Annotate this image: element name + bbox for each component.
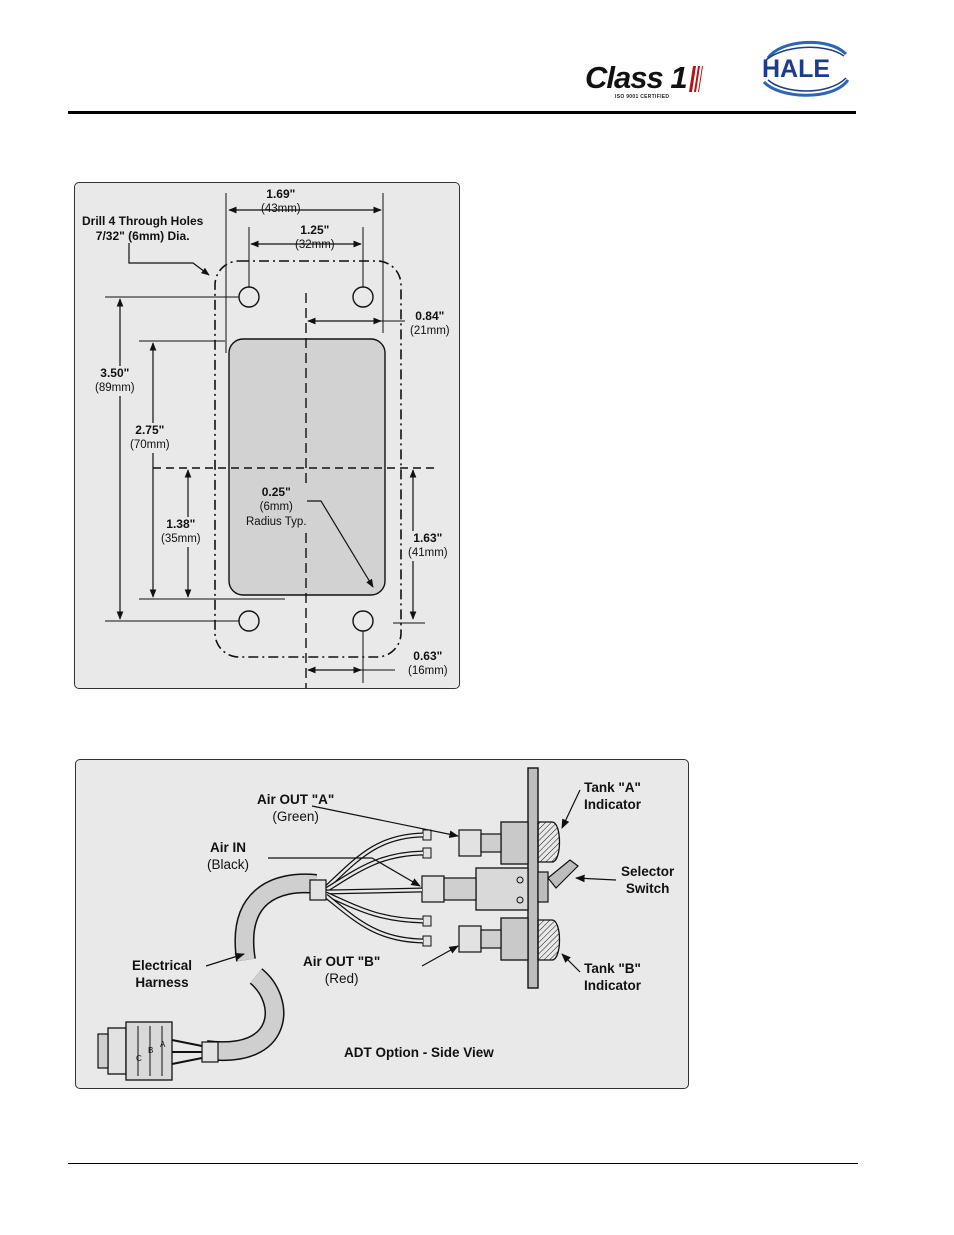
header-rule <box>68 111 856 114</box>
dim-2-75-mm: (70mm) <box>130 439 170 451</box>
air-in-label: Air IN (Black) <box>207 839 249 873</box>
selector-line1: Selector <box>621 864 675 879</box>
air-out-a-label: Air OUT "A" (Green) <box>257 791 334 825</box>
dim-1-38-mm: (35mm) <box>161 533 201 545</box>
electrical-line1: Electrical <box>132 958 193 973</box>
dim-0-84-in: 0.84" <box>415 309 445 323</box>
dim-1-69-mm: (43mm) <box>261 203 301 215</box>
class1-logo: Class 1 ISO 9001 CERTIFIED <box>585 60 707 104</box>
dim-0-84-mm: (21mm) <box>410 325 450 337</box>
tank-a-line2: Indicator <box>584 797 642 812</box>
tank-b-line2: Indicator <box>584 978 642 993</box>
dim-2-75-in: 2.75" <box>135 423 165 437</box>
air-out-b-label: Air OUT "B" (Red) <box>303 953 380 987</box>
class1-cert-text: ISO 9001 CERTIFIED <box>615 94 670 100</box>
hale-logo-text: HALE <box>762 55 831 83</box>
dim-3-50: 3.50" (89mm) <box>95 366 135 396</box>
dim-2-75: 2.75" (70mm) <box>130 423 170 453</box>
selector-line2: Switch <box>625 881 670 896</box>
dim-1-63: 1.63" (41mm) <box>408 531 448 561</box>
selector-switch-label: Selector Switch <box>621 863 674 897</box>
electrical-harness-label: Electrical Harness <box>132 957 192 991</box>
drill-note-line1: Drill 4 Through Holes <box>82 214 204 228</box>
air-out-a-color: (Green) <box>272 809 319 824</box>
dim-radius: 0.25" (6mm) Radius Typ. <box>246 485 307 530</box>
hale-logo-swoosh <box>762 40 850 97</box>
dim-1-63-in: 1.63" <box>413 531 443 545</box>
tank-a-label: Tank "A" Indicator <box>584 779 641 813</box>
dim-3-50-in: 3.50" <box>100 366 130 380</box>
dim-1-38: 1.38" (35mm) <box>161 517 201 547</box>
dim-radius-mm: (6mm) <box>259 501 293 513</box>
dim-0-63-in: 0.63" <box>413 649 443 663</box>
dim-0-84: 0.84" (21mm) <box>410 309 450 339</box>
dim-1-63-mm: (41mm) <box>408 547 448 559</box>
tank-a-line1: Tank "A" <box>584 780 641 795</box>
dim-1-25: 1.25" (32mm) <box>295 223 335 253</box>
dim-0-63: 0.63" (16mm) <box>408 649 448 679</box>
adt-side-view-drawing <box>97 767 617 1081</box>
tank-b-label: Tank "B" Indicator <box>584 960 641 994</box>
dim-1-69: 1.69" (43mm) <box>261 187 301 217</box>
dim-3-50-mm: (89mm) <box>95 382 135 394</box>
dim-1-38-in: 1.38" <box>166 517 196 531</box>
connector-pin-c: C <box>136 1054 142 1063</box>
dim-1-25-mm: (32mm) <box>295 239 335 251</box>
air-in-color: (Black) <box>207 857 250 872</box>
adt-caption-text: ADT Option - Side View <box>344 1045 494 1060</box>
mounting-template-figure: Drill 4 Through Holes 7/32" (6mm) Dia. 1… <box>74 182 460 689</box>
hale-logo: HALE <box>758 36 854 102</box>
dim-1-25-in: 1.25" <box>300 223 330 237</box>
air-out-a-title: Air OUT "A" <box>257 792 335 807</box>
connector-pin-a: A <box>160 1040 166 1049</box>
class1-logo-stripes <box>689 66 703 92</box>
dim-radius-note: Radius Typ. <box>246 516 307 528</box>
drill-note-line2: 7/32" (6mm) Dia. <box>95 229 190 243</box>
connector-pin-b: B <box>148 1046 154 1055</box>
class1-logo-text: Class 1 <box>585 60 688 95</box>
electrical-line2: Harness <box>135 975 189 990</box>
tank-b-line1: Tank "B" <box>584 961 641 976</box>
dim-1-69-in: 1.69" <box>266 187 296 201</box>
air-out-b-color: (Red) <box>324 971 359 986</box>
dim-0-63-mm: (16mm) <box>408 665 448 677</box>
air-out-b-title: Air OUT "B" <box>303 954 381 969</box>
adt-side-view-figure: A B C Air OUT "A" (Green) Air IN (Black)… <box>75 759 689 1089</box>
air-in-title: Air IN <box>210 840 247 855</box>
footer-rule <box>68 1163 858 1164</box>
dim-radius-in: 0.25" <box>261 485 291 499</box>
adt-caption: ADT Option - Side View <box>344 1044 494 1061</box>
drill-note: Drill 4 Through Holes 7/32" (6mm) Dia. <box>82 214 203 244</box>
